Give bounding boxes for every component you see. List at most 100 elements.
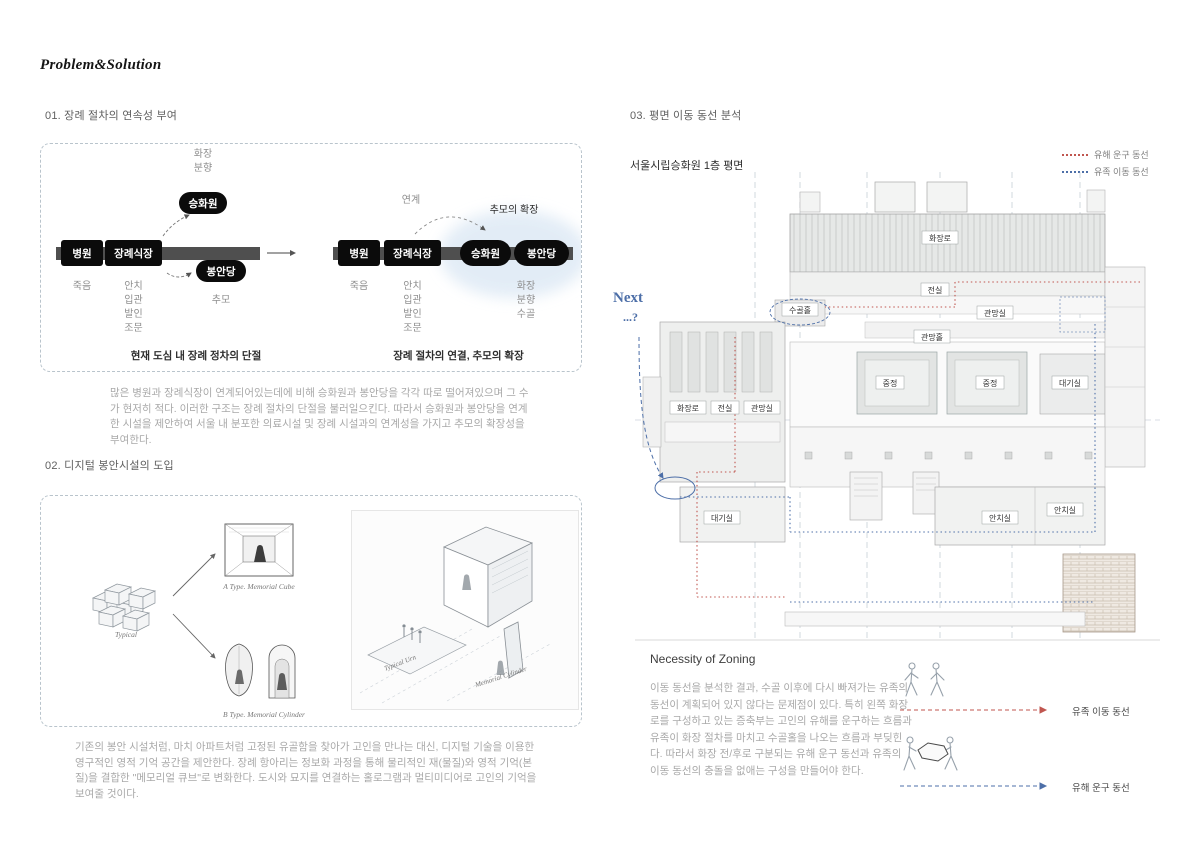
sketch-arrow-to-crematorium <box>162 214 190 237</box>
next-annotation: Next <box>613 290 643 306</box>
typical-cube-cluster <box>92 583 156 632</box>
remains-route-path <box>696 281 1140 598</box>
label-memorial-expansion: 추모의 확장 <box>489 205 539 216</box>
label-memorial-current: 추모 <box>211 295 231 306</box>
flow-figures <box>900 662 1048 790</box>
b-type-sketch <box>225 643 296 699</box>
svg-text:대기실: 대기실 <box>1059 378 1081 388</box>
room-label-courtyard-right: 중정 <box>975 375 1005 390</box>
svg-text:관망실: 관망실 <box>751 403 773 413</box>
axon-monolith <box>496 621 524 679</box>
svg-text:관망홀: 관망홀 <box>921 332 943 342</box>
room-label-viewing-hall: 관망홀 <box>913 329 951 344</box>
label-enshrine: 안치 <box>124 281 143 292</box>
current-procedure-list: 안치 입관 발인 조문 <box>105 280 162 336</box>
funeral-process-diagram: 화장 분향 병원 장례식장 승화원 봉안당 죽음 안치 입관 발인 조문 추모 … <box>40 143 582 372</box>
ground-guide-lines <box>359 628 553 704</box>
label-incense-2: 분향 <box>516 295 536 306</box>
zoning-paragraph: 이동 동선을 분석한 결과, 수골 이후에 다시 빠져가는 유족의 동선이 계획… <box>650 682 912 777</box>
section01-paragraph: 많은 병원과 장례식장이 연계되어있는데에 비해 승화원과 봉안당을 각각 따로… <box>110 387 529 446</box>
svg-text:중정: 중정 <box>983 378 998 388</box>
plan-title: 서울시립승화원 1층 평면 <box>630 160 744 172</box>
label-cremation: 화장 <box>193 149 213 160</box>
label-typical: Typical <box>115 630 137 639</box>
room-label-anteroom-left: 전실 <box>710 400 740 415</box>
svg-text:중정: 중정 <box>883 378 898 388</box>
legend-remains-route: 유해 운구 동선 <box>1062 148 1149 161</box>
caption-current: 현재 도심 내 장례 정차의 단절 <box>130 350 262 362</box>
next-annotation-dots: ...? <box>623 310 638 324</box>
legend-family-label: 유족 이동 동선 <box>1094 167 1149 177</box>
room-label-courtyard-left: 중정 <box>875 375 905 390</box>
room-label-anteroom-top: 전실 <box>920 282 950 297</box>
label-condolence-2: 조문 <box>403 323 422 334</box>
label-b-type: B Type. Memorial Cylinder <box>223 710 305 719</box>
room-label-repose-1: 안치실 <box>981 510 1019 525</box>
room-label-crematory-hall-top: 화장로 <box>921 230 959 245</box>
floor-plan: 화장로 전실 수골홀 관망실 관망홀 중정 중정 대기실 화장로 전실 관망실 … <box>635 172 1160 641</box>
room-label-ash-hall: 수골홀 <box>781 302 819 317</box>
room-label-viewing-room-top: 관망실 <box>976 305 1014 320</box>
node-hospital-proposed: 병원 <box>338 240 380 266</box>
next-pointer-line <box>638 336 664 479</box>
a-type-sketch <box>224 523 294 577</box>
node-charnel-proposed: 봉안당 <box>514 240 569 266</box>
remains-carrying-figures <box>903 736 958 771</box>
svg-text:안치실: 안치실 <box>989 513 1011 523</box>
label-cremation-2: 화장 <box>516 281 536 292</box>
family-walking-figures <box>904 662 945 697</box>
legend-family-route: 유족 이동 동선 <box>1062 165 1149 178</box>
label-death-proposed: 죽음 <box>349 281 369 292</box>
label-procession-2: 발인 <box>403 309 422 320</box>
node-funeral-hall-proposed: 장례식장 <box>384 240 441 266</box>
legend-remains-label: 유해 운구 동선 <box>1094 150 1149 160</box>
current-top-labels: 화장 분향 <box>169 148 237 176</box>
axonometric-drawing <box>359 526 553 704</box>
arrow-to-a-type <box>172 553 216 597</box>
circulation-legend: 유해 운구 동선 유족 이동 동선 <box>1062 148 1149 182</box>
label-procession: 발인 <box>124 309 143 320</box>
zoning-heading: Necessity of Zoning <box>650 652 756 666</box>
remains-route-line-sample <box>1062 153 1088 156</box>
section02-heading: 02. 디지털 봉안시설의 도입 <box>45 460 174 472</box>
node-charnel-current: 봉안당 <box>196 260 246 282</box>
svg-text:관망실: 관망실 <box>984 308 1006 318</box>
label-link: 연계 <box>401 195 421 206</box>
sketch-arrow-to-charnel <box>166 272 192 278</box>
node-crematorium-proposed: 승화원 <box>460 240 511 266</box>
svg-text:전실: 전실 <box>718 403 733 413</box>
svg-text:화장로: 화장로 <box>929 233 951 243</box>
page-title: Problem&Solution <box>40 57 162 73</box>
section02-paragraph: 기존의 봉안 시설처럼, 마치 아파트처럼 고정된 유골함을 찾아가 고인을 만… <box>75 741 537 800</box>
label-death-current: 죽음 <box>72 281 92 292</box>
svg-text:수골홀: 수골홀 <box>789 305 811 315</box>
label-ash-collection: 수골 <box>516 309 536 320</box>
ash-hall-highlight-ellipse <box>769 298 831 326</box>
coffin-sketch <box>917 742 949 762</box>
proposed-procedure-list: 안치 입관 발인 조문 <box>384 280 441 336</box>
section01-heading: 01. 장례 절차의 연속성 부여 <box>45 110 178 122</box>
family-route-line-sample <box>1062 170 1088 173</box>
remains-flow-label: 유해 운구 동선 <box>1072 783 1130 794</box>
room-label-waiting-left: 대기실 <box>703 510 741 525</box>
axon-platform <box>367 624 467 675</box>
building-fabric <box>635 181 1160 641</box>
label-a-type: A Type. Memorial Cube <box>223 582 295 591</box>
room-label-crematory-left: 화장로 <box>669 400 707 415</box>
entry-highlight-ellipse <box>654 476 696 500</box>
link-arc-arrow <box>414 216 486 235</box>
label-incense: 분향 <box>193 163 213 174</box>
label-enshrine-2: 안치 <box>403 281 422 292</box>
family-route-path <box>680 322 1096 603</box>
room-label-waiting-right: 대기실 <box>1051 375 1089 390</box>
section03-heading: 03. 평면 이동 동선 분석 <box>630 110 742 122</box>
svg-text:대기실: 대기실 <box>711 513 733 523</box>
axonometric-panel: Typical Urn Memorial Cylinder <box>351 510 579 710</box>
charnel-sketches <box>92 523 296 699</box>
node-hospital-current: 병원 <box>61 240 103 266</box>
svg-text:안치실: 안치실 <box>1054 505 1076 515</box>
svg-text:화장로: 화장로 <box>677 403 699 413</box>
node-funeral-hall-current: 장례식장 <box>105 240 162 266</box>
room-label-repose-2: 안치실 <box>1046 502 1084 517</box>
